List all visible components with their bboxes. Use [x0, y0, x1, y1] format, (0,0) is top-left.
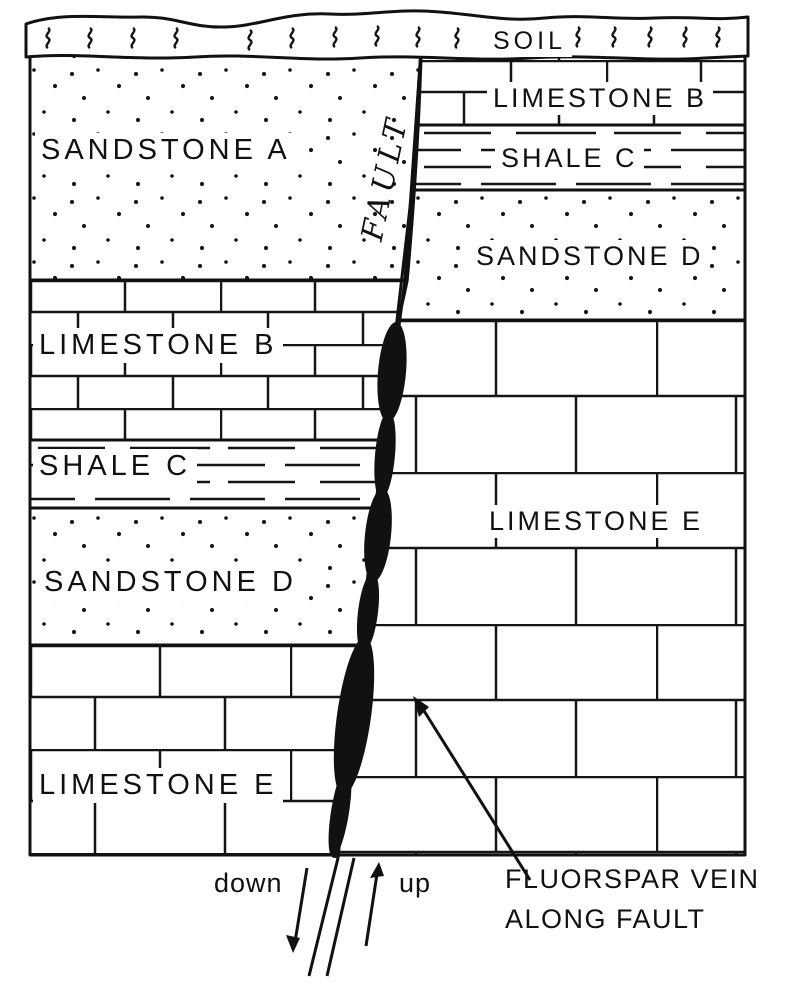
vein-pointer-arrow — [413, 696, 532, 881]
soil-band-outline — [24, 9, 750, 61]
label-shale-c-right: SHALE C — [495, 142, 644, 175]
label-sandstone-d-right: SANDSTONE D — [470, 240, 710, 273]
label-sandstone-d-left: SANDSTONE D — [38, 565, 303, 600]
layer-limestone-e-left — [28, 643, 364, 857]
label-limestone-e-right: LIMESTONE E — [483, 505, 710, 538]
fluorspar-vein — [328, 322, 407, 859]
fault-line — [395, 49, 423, 326]
soil-band — [24, 9, 750, 61]
label-down: down — [214, 868, 283, 898]
label-shale-c-left: SHALE C — [33, 449, 198, 484]
label-sandstone-a: SANDSTONE A — [35, 133, 297, 168]
label-soil: SOIL — [487, 26, 572, 57]
down-arrow — [286, 867, 309, 953]
fault-extension-lines — [307, 857, 356, 977]
label-limestone-b-right: LIMESTONE B — [487, 82, 714, 115]
label-up: up — [399, 868, 432, 898]
label-vein-caption-line2: ALONG FAULT — [505, 904, 706, 934]
label-limestone-b-left: LIMESTONE B — [33, 328, 284, 363]
label-limestone-e-left: LIMESTONE E — [33, 768, 284, 803]
up-arrow — [364, 862, 384, 947]
label-vein-caption-line1: FLUORSPAR VEIN — [505, 864, 760, 894]
